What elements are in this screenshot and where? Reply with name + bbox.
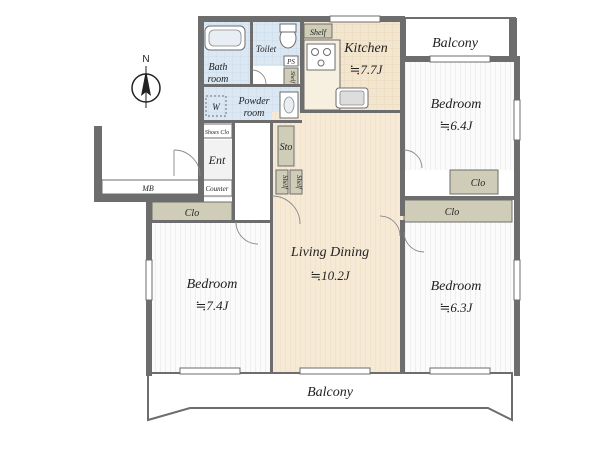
storage xyxy=(277,125,295,167)
toilet-name: Toilet xyxy=(256,44,277,54)
kitchen-name: Kitchen xyxy=(343,41,388,56)
ps-label: PS xyxy=(286,58,295,66)
sink-icon xyxy=(335,87,369,109)
bathtub-icon xyxy=(204,25,246,51)
washer-icon: W xyxy=(205,95,227,117)
bedroom-se-name: Bedroom xyxy=(431,279,482,294)
balcony-bottom: Balcony xyxy=(147,368,513,422)
living-size: ≒10.2J xyxy=(310,268,351,283)
washbasin-icon xyxy=(279,91,299,119)
compass-letter: N xyxy=(142,54,149,65)
windows xyxy=(145,15,521,375)
hall-shelf-2 xyxy=(289,169,303,195)
hall-shelf-1-label: Shelf xyxy=(281,175,289,190)
powder-name-1: Powder xyxy=(237,96,269,107)
washer-label: W xyxy=(212,102,221,112)
balcony-top: Balcony xyxy=(404,17,517,61)
compass-icon: N xyxy=(131,54,161,108)
door-swings xyxy=(173,69,425,253)
bedroom-w-name: Bedroom xyxy=(187,277,238,292)
bedroom-w-size: ≒7.4J xyxy=(196,298,230,313)
bath-name-1: Bath xyxy=(209,62,228,73)
shoes-closet-label: Shoes Clo xyxy=(205,130,229,136)
bedroom-ne-name: Bedroom xyxy=(431,97,482,112)
living-name: Living Dining xyxy=(290,245,369,260)
stove-icon xyxy=(306,43,336,71)
storage-label: Sto xyxy=(280,142,293,153)
entrance-exterior: MB xyxy=(94,126,202,202)
small-shelf-label: Shelf xyxy=(289,71,296,84)
balcony-top-label: Balcony xyxy=(432,36,479,51)
counter-label: Counter xyxy=(206,185,229,193)
powder-name-2: room xyxy=(244,108,265,119)
closet-w-label: Clo xyxy=(185,208,199,219)
kitchen-shelf-label: Shelf xyxy=(310,28,328,37)
bedroom-se-size: ≒6.3J xyxy=(440,300,474,315)
kitchen-size: ≒7.7J xyxy=(350,62,384,77)
bedroom-ne-size: ≒6.4J xyxy=(440,118,474,133)
balcony-bottom-label: Balcony xyxy=(307,385,354,400)
hall-shelf-2-label: Shelf xyxy=(295,175,303,190)
closet-ne-label: Clo xyxy=(471,178,485,189)
entrance-name: Ent xyxy=(208,153,226,167)
mb-label: MB xyxy=(141,184,154,193)
closet-ne xyxy=(449,169,499,195)
closet-se-label: Clo xyxy=(445,207,459,218)
bedroom-w-floor xyxy=(152,222,270,372)
toilet-icon xyxy=(279,23,297,49)
ps-box xyxy=(283,55,299,67)
bath-name-2: room xyxy=(208,74,229,85)
bedroom-se-floor xyxy=(404,222,514,372)
bedroom-ne-floor xyxy=(404,60,514,170)
hall-floor xyxy=(232,122,272,222)
hall-shelf-1 xyxy=(275,169,289,195)
